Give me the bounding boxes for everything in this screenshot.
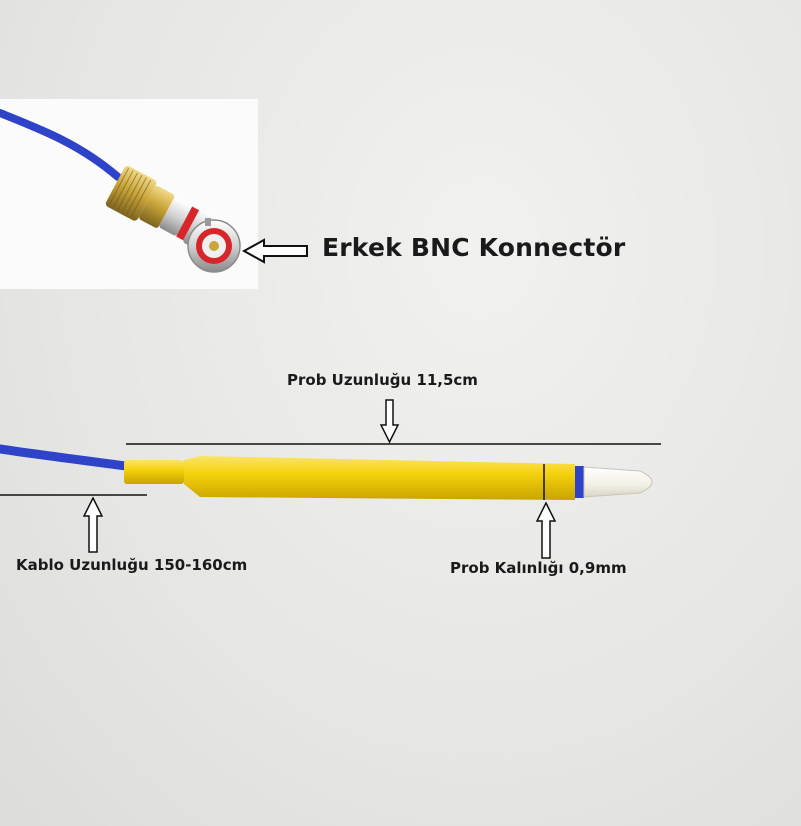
probe-thickness-label: Prob Kalınlığı 0,9mm [450, 559, 627, 577]
connector-cable [0, 109, 122, 181]
cable-length-label: Kablo Uzunluğu 150-160cm [16, 556, 248, 574]
bnc-connector-photo [0, 99, 258, 289]
probe-body [124, 456, 584, 500]
connector-label: Erkek BNC Konnectör [322, 233, 626, 262]
probe-tip [583, 466, 653, 498]
probe-cable [0, 444, 131, 471]
arrow-up-icon [82, 496, 104, 553]
arrow-down-icon [379, 399, 400, 444]
bnc-connector-illustration [0, 109, 241, 273]
probe-length-label: Prob Uzunluğu 11,5cm [287, 371, 478, 389]
arrow-up-icon [535, 501, 557, 559]
arrow-left-icon [241, 238, 308, 264]
